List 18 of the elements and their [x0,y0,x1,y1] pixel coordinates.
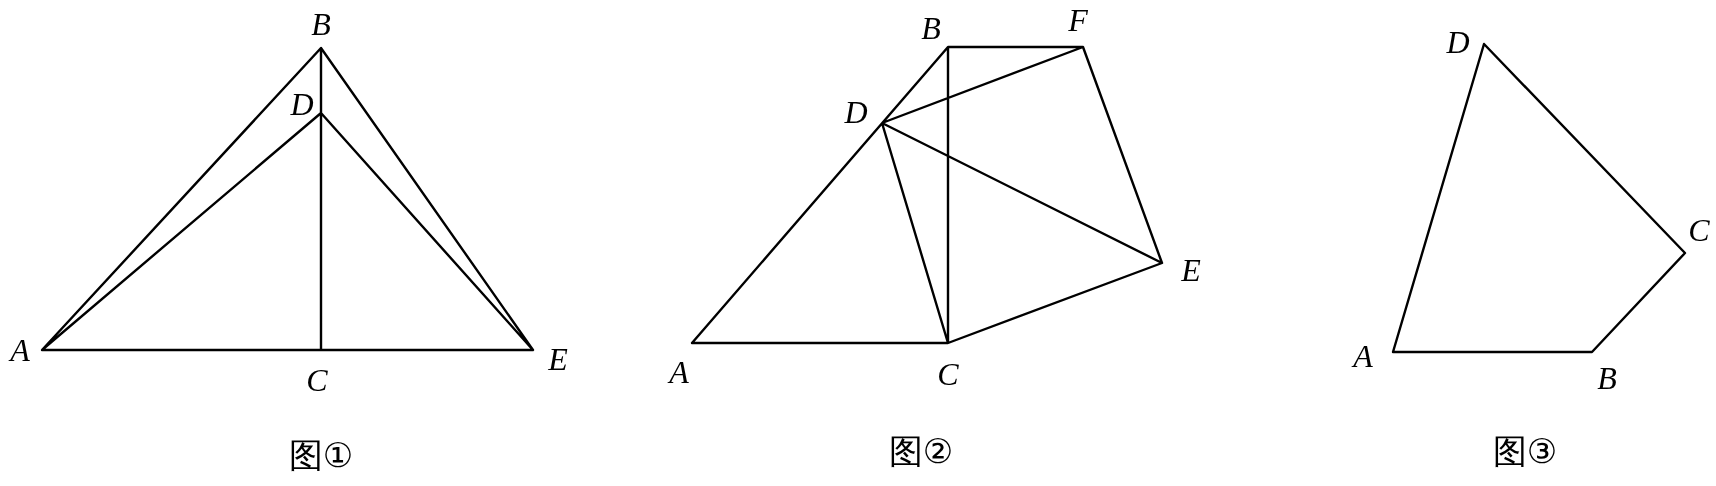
point-label: C [937,358,959,390]
point-label: B [921,12,941,44]
point-label: E [1181,254,1201,286]
figure-caption: 图② [888,434,954,468]
figure-caption: 图③ [1492,434,1558,468]
point-label: E [548,343,568,375]
point-label: D [844,96,868,128]
figure-caption: 图① [288,438,354,472]
point-label: D [1446,26,1470,58]
point-label: D [290,88,314,120]
point-label: F [1068,4,1088,36]
point-label: A [669,356,689,388]
point-label: B [1597,362,1617,394]
point-label: C [1688,214,1710,246]
point-label: A [1353,340,1373,372]
point-label: A [10,334,30,366]
point-label: B [311,8,331,40]
point-label: C [306,364,328,396]
